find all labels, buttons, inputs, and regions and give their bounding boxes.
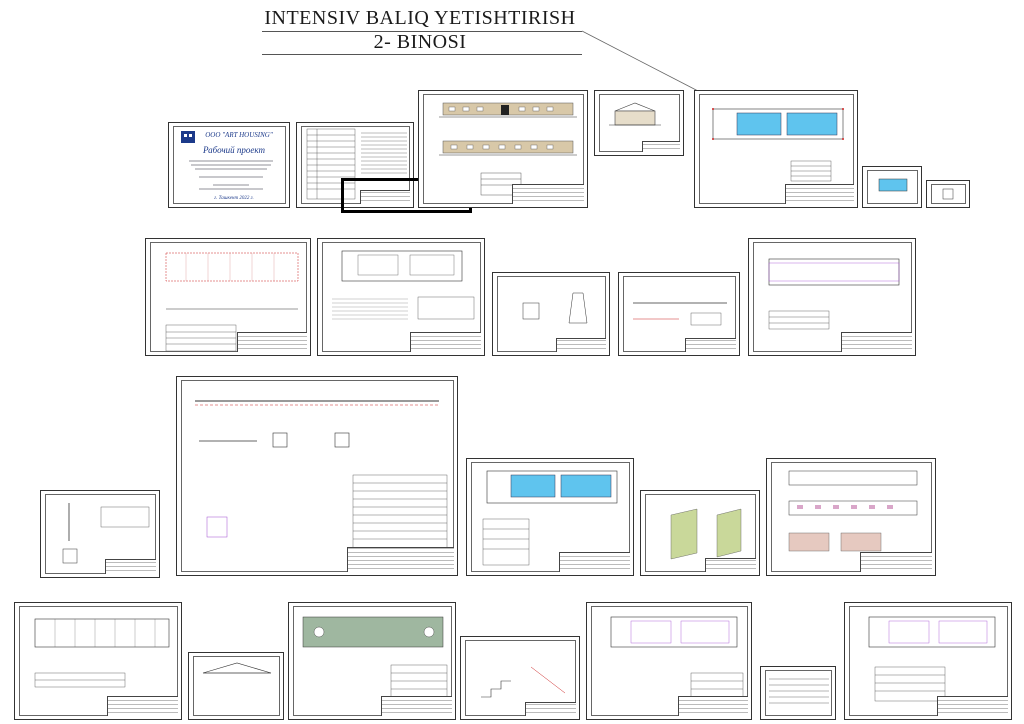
sheet-pool-plan[interactable] bbox=[694, 90, 858, 208]
cover-logo-icon bbox=[181, 131, 195, 143]
sheet-facades[interactable] bbox=[418, 90, 588, 208]
sheet-notes-small[interactable] bbox=[760, 666, 836, 720]
cover-text-lines bbox=[189, 160, 273, 190]
sheet-foundation-plan[interactable] bbox=[145, 238, 311, 356]
sheet-rebar-specification[interactable] bbox=[176, 376, 458, 576]
sheet-general-data[interactable] bbox=[296, 122, 414, 208]
sheet-elevations[interactable] bbox=[766, 458, 936, 576]
sheet-grillage-plan[interactable] bbox=[748, 238, 916, 356]
sheet-floor-plan-a[interactable] bbox=[586, 602, 752, 720]
sheet-beam-details[interactable] bbox=[618, 272, 740, 356]
title-underline-1 bbox=[262, 31, 582, 32]
sheet-floor-plan-b[interactable] bbox=[844, 602, 1012, 720]
sheet-section[interactable] bbox=[594, 90, 684, 156]
project-title-line2: 2- BINOSI bbox=[373, 31, 467, 53]
sheet-pool-section[interactable] bbox=[466, 458, 634, 576]
cover-doc-type: Рабочий проект bbox=[203, 145, 265, 155]
sheet-foundation-details[interactable] bbox=[492, 272, 610, 356]
sheet-cover[interactable]: ООО "ART HOUSING" Рабочий проект г. Ташк… bbox=[168, 122, 290, 208]
cover-city: г. Ташкент 2022 г. bbox=[214, 196, 254, 201]
title-underline-2 bbox=[262, 54, 582, 55]
sheet-pool-detail-small[interactable] bbox=[862, 166, 922, 208]
sheet-wall-3d[interactable] bbox=[640, 490, 760, 576]
cover-company: ООО "ART HOUSING" bbox=[205, 131, 273, 139]
sheet-node-tiny[interactable] bbox=[926, 180, 970, 208]
sheet-rebar-column-small[interactable] bbox=[40, 490, 160, 578]
sheet-foundation-layout[interactable] bbox=[317, 238, 485, 356]
sheet-truss-details[interactable] bbox=[188, 652, 284, 720]
project-title-line1: INTENSIV BALIQ YETISHTIRISH bbox=[264, 7, 576, 29]
sheet-panel-layout[interactable] bbox=[288, 602, 456, 720]
sheet-roof-plan[interactable] bbox=[14, 602, 182, 720]
sheet-stair-details[interactable] bbox=[460, 636, 580, 720]
